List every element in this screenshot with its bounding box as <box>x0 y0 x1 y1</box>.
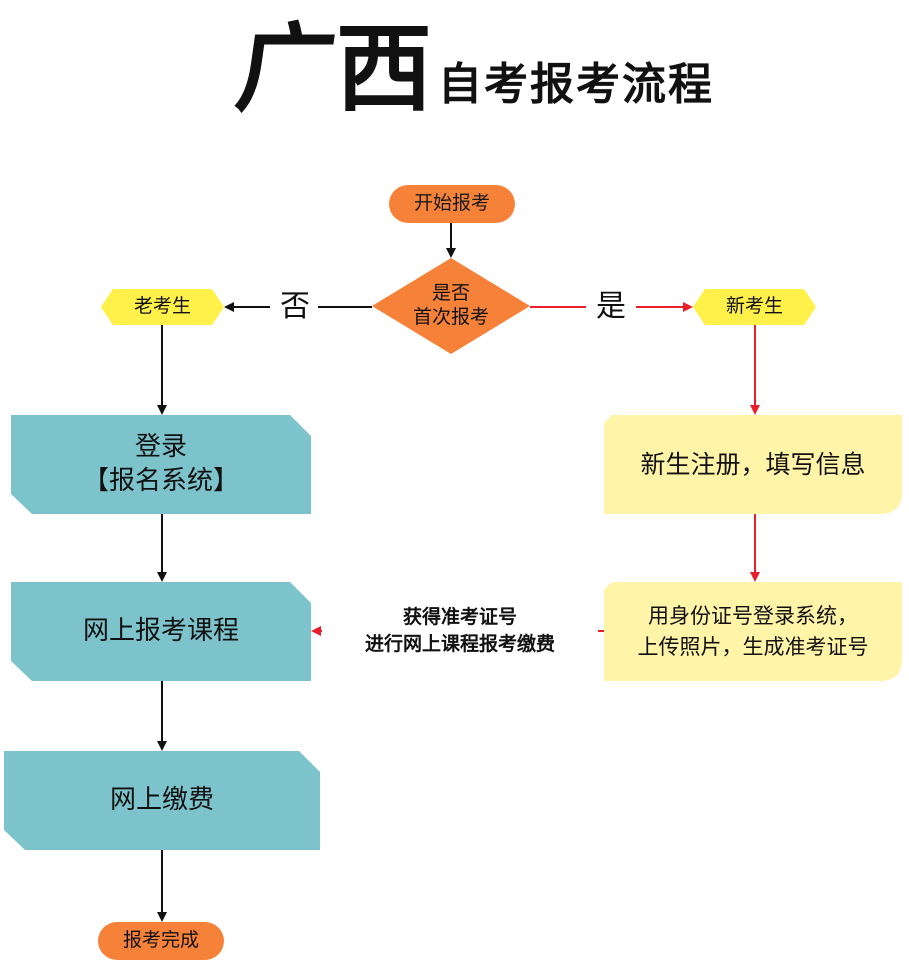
register-node <box>604 415 902 514</box>
online-course-node <box>11 582 311 681</box>
edge-label-ticket-line1: 获得准考证号 <box>402 606 517 629</box>
new-student-node <box>693 289 816 325</box>
title-char-guang: 广 <box>230 13 342 125</box>
edge-label-ticket-line2: 进行网上课程报考缴费 <box>364 633 555 655</box>
title-text: 自考报考流程 <box>438 59 714 110</box>
start-label: 开始报考 <box>413 192 490 215</box>
new-student-label: 新考生 <box>725 295 783 318</box>
done-label: 报考完成 <box>122 929 199 952</box>
done-node <box>98 922 224 960</box>
edge-label-yes: 是 <box>596 289 626 325</box>
old-student-node <box>101 289 224 325</box>
old-student-label: 老考生 <box>133 295 191 318</box>
online-course-label: 网上报考课程 <box>82 616 239 647</box>
login-label: 登录 【报名系统】 <box>11 415 311 514</box>
idlogin-label-line2: 上传照片，生成准考证号 <box>637 634 869 659</box>
edge-label-ticket: 获得准考证号 进行网上课程报考缴费 <box>322 600 598 662</box>
login-label-line1: 登录 <box>134 431 187 462</box>
decision-label: 是否 首次报考 <box>372 272 530 340</box>
idlogin-label-line1: 用身份证号登录系统， <box>648 604 858 629</box>
start-node <box>389 185 515 223</box>
online-pay-node <box>4 751 320 850</box>
idlogin-node <box>604 582 902 681</box>
login-node <box>11 415 311 514</box>
decision-label-line1: 是否 <box>431 282 470 305</box>
title-char-xi: 西 <box>336 13 432 125</box>
login-label-line2: 【报名系统】 <box>82 465 239 496</box>
decision-label-line2: 首次报考 <box>412 306 489 328</box>
edge-label-no: 否 <box>280 289 310 325</box>
register-label: 新生注册，填写信息 <box>640 449 866 479</box>
idlogin-label: 用身份证号登录系统， 上传照片，生成准考证号 <box>604 582 902 681</box>
decision-node <box>372 258 530 354</box>
online-pay-label: 网上缴费 <box>109 785 214 816</box>
